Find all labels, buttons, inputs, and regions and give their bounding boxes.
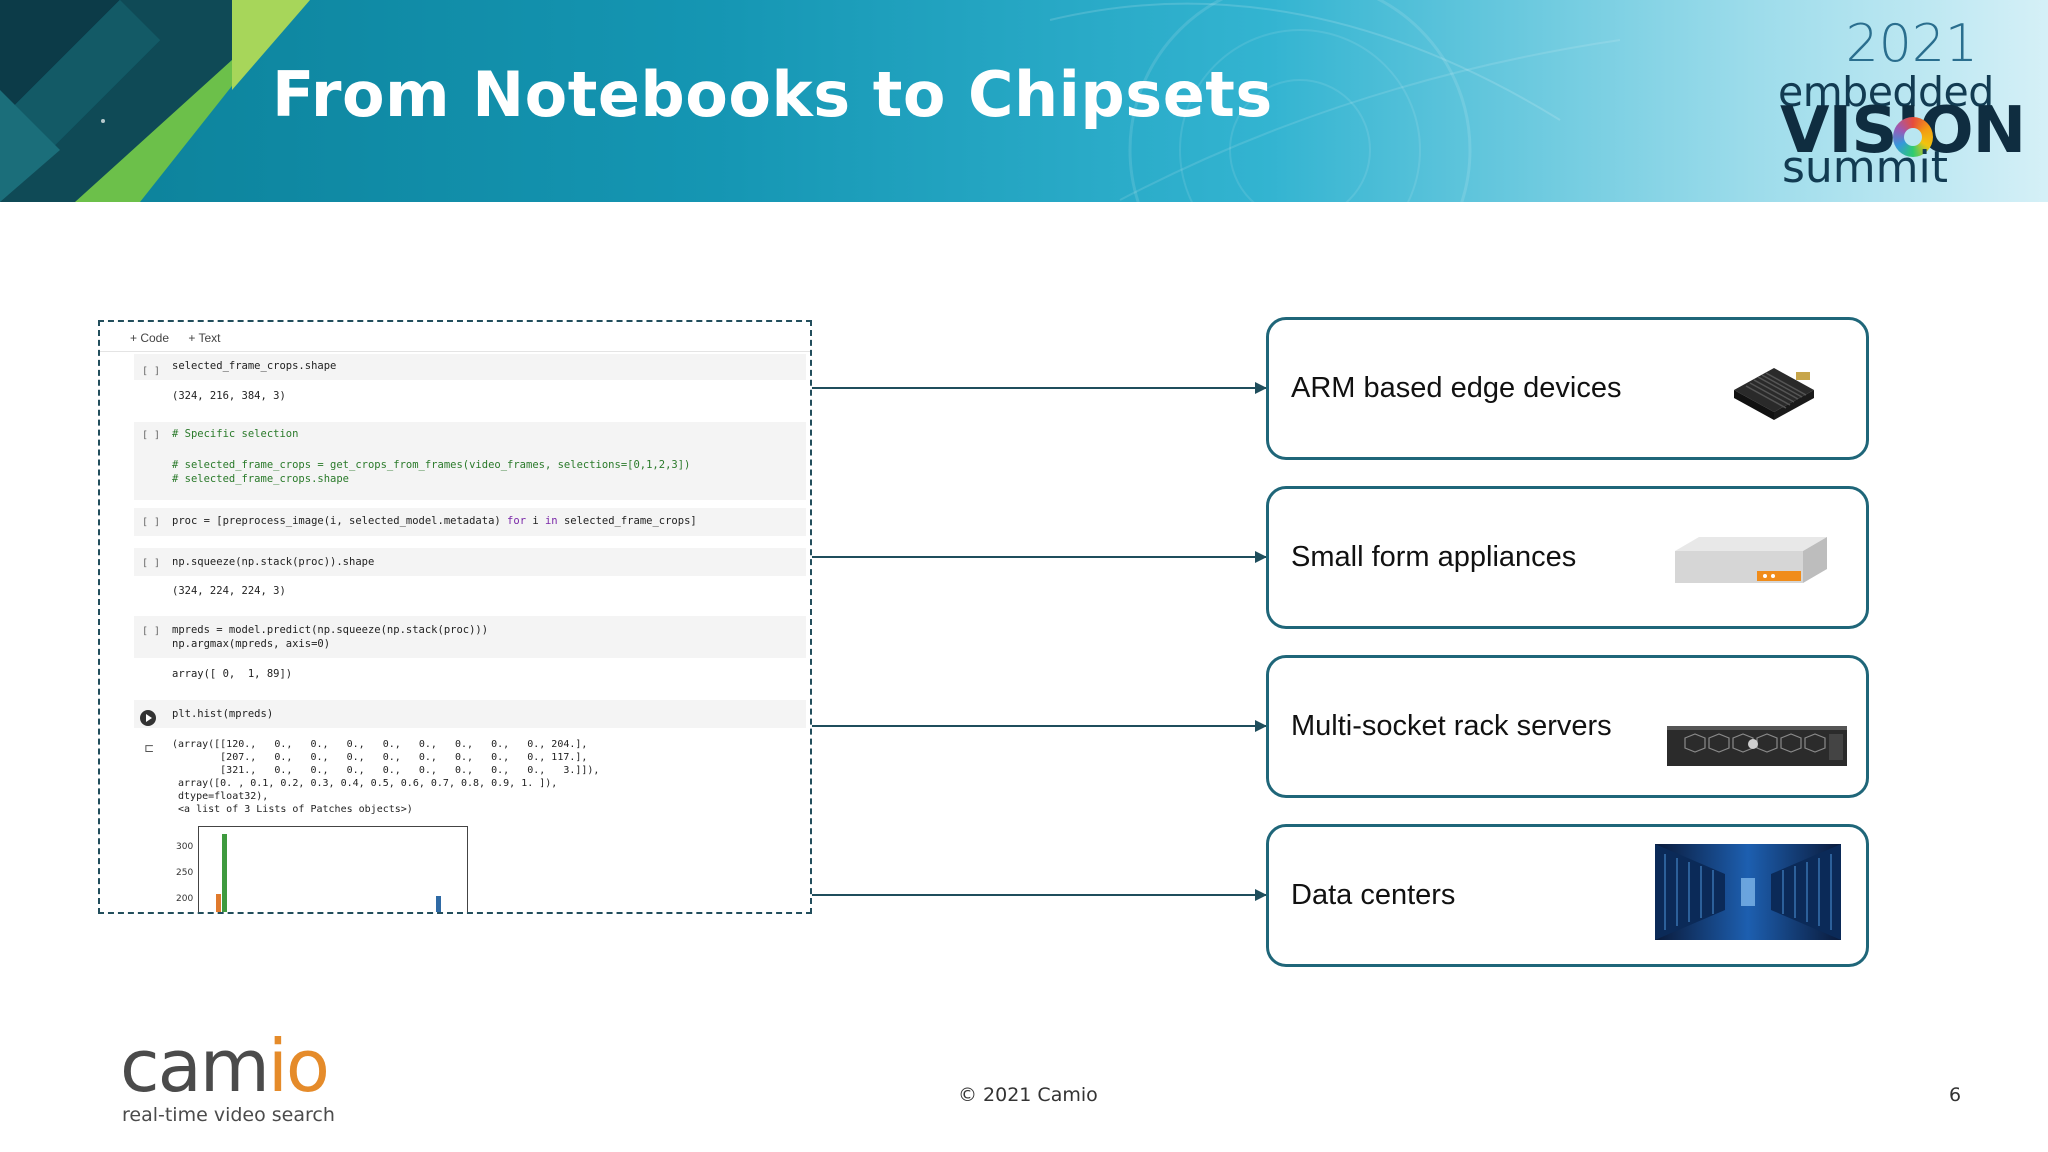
camio-logo: camio real-time video search bbox=[120, 1030, 340, 1130]
cell-code-line: # selected_frame_crops.shape bbox=[172, 473, 350, 485]
target-card-appliance: Small form appliances bbox=[1266, 486, 1869, 629]
histogram-ytick: 200 bbox=[176, 894, 194, 904]
target-label: ARM based edge devices bbox=[1291, 372, 1622, 404]
target-card-rack-server: Multi-socket rack servers bbox=[1266, 655, 1869, 798]
target-label: Data centers bbox=[1291, 879, 1456, 911]
page-number: 6 bbox=[1949, 1084, 1962, 1106]
code-cell[interactable] bbox=[134, 422, 806, 500]
cell-bracket: [ ] bbox=[142, 626, 161, 637]
keyword: for bbox=[507, 515, 527, 527]
run-cell-icon[interactable] bbox=[140, 710, 156, 726]
notebook-toolbar: + Code + Text bbox=[100, 322, 810, 352]
code-part: selected_frame_crops] bbox=[557, 515, 697, 527]
cell-output-line: [321., 0., 0., 0., 0., 0., 0., 0., 0., 3… bbox=[172, 765, 600, 776]
jetson-board-icon bbox=[1734, 368, 1814, 420]
rack-server-icon bbox=[1667, 726, 1847, 766]
cell-code: selected_frame_crops.shape bbox=[172, 360, 337, 372]
code-cell[interactable] bbox=[134, 508, 806, 536]
notebook-screenshot: + Code + Text [ ] selected_frame_crops.s… bbox=[98, 320, 812, 914]
cell-comment: # Specific selection bbox=[172, 428, 299, 440]
histogram-ytick: 300 bbox=[176, 842, 194, 852]
target-card-arm: ARM based edge devices bbox=[1266, 317, 1869, 460]
cell-bracket: [ ] bbox=[142, 517, 161, 528]
code-part: i bbox=[526, 515, 545, 527]
code-part: proc = [preprocess_image(i, selected_mod… bbox=[172, 515, 508, 527]
histogram-ytick: 250 bbox=[176, 868, 194, 878]
logo-summit: summit bbox=[1782, 142, 1949, 193]
logo-wordmark: camio bbox=[120, 1030, 330, 1102]
cell-code: np.squeeze(np.stack(proc)).shape bbox=[172, 556, 375, 568]
add-code-button[interactable]: + Code bbox=[130, 331, 170, 345]
cell-output: array([ 0, 1, 89]) bbox=[172, 668, 293, 680]
histogram-bar bbox=[436, 896, 441, 912]
cell-code-line: mpreds = model.predict(np.squeeze(np.sta… bbox=[172, 624, 489, 636]
target-label: Small form appliances bbox=[1291, 541, 1577, 573]
cell-bracket: [ ] bbox=[142, 558, 161, 569]
code-cell[interactable] bbox=[134, 700, 806, 728]
logo-tagline: real-time video search bbox=[122, 1104, 335, 1126]
banner-decoration bbox=[0, 0, 1621, 202]
cell-output-line: (array([[120., 0., 0., 0., 0., 0., 0., 0… bbox=[172, 739, 588, 750]
target-label: Multi-socket rack servers bbox=[1291, 710, 1612, 742]
cell-code: plt.hist(mpreds) bbox=[172, 708, 274, 720]
histogram-plot bbox=[198, 826, 468, 912]
histogram-bar bbox=[216, 894, 221, 912]
cell-output-line: dtype=float32), bbox=[172, 791, 269, 802]
cell-code-line: np.argmax(mpreds, axis=0) bbox=[172, 638, 331, 650]
cell-bracket: [ ] bbox=[142, 366, 161, 377]
cell-output: (324, 224, 224, 3) bbox=[172, 585, 286, 597]
cell-code: proc = [preprocess_image(i, selected_mod… bbox=[172, 515, 697, 529]
cell-output-line: <a list of 3 Lists of Patches objects>) bbox=[172, 804, 413, 815]
code-cell[interactable] bbox=[134, 548, 806, 576]
color-ring-icon bbox=[1893, 117, 1933, 157]
embedded-vision-summit-logo: 2021 embedded VISION summit bbox=[1760, 14, 2026, 193]
keyword: in bbox=[544, 515, 558, 527]
logo-embedded: embedded bbox=[1778, 68, 1994, 116]
copyright-text: © 2021 Camio bbox=[958, 1084, 1098, 1106]
header-banner: From Notebooks to Chipsets 2021 embedded… bbox=[0, 0, 2048, 202]
logo-year: 2021 bbox=[1845, 14, 1978, 74]
code-cell[interactable] bbox=[134, 616, 806, 658]
histogram-bar bbox=[222, 834, 227, 912]
cell-output-line: [207., 0., 0., 0., 0., 0., 0., 0., 0., 1… bbox=[172, 752, 588, 763]
cell-output: (324, 216, 384, 3) bbox=[172, 390, 286, 402]
cell-bracket: [ ] bbox=[142, 430, 161, 441]
datacenter-photo-icon bbox=[1655, 844, 1841, 940]
code-cell[interactable] bbox=[134, 354, 806, 380]
cell-output-line: array([0. , 0.1, 0.2, 0.3, 0.4, 0.5, 0.6… bbox=[172, 778, 558, 789]
appliance-box-icon bbox=[1675, 537, 1827, 583]
logo-accent: io bbox=[267, 1024, 330, 1108]
cell-code-line: # selected_frame_crops = get_crops_from_… bbox=[172, 459, 691, 471]
logo-name: camio bbox=[120, 1024, 330, 1108]
slide-title: From Notebooks to Chipsets bbox=[272, 58, 1273, 131]
add-text-button[interactable]: + Text bbox=[188, 331, 221, 345]
target-card-data-center: Data centers bbox=[1266, 824, 1869, 967]
output-icon: ⊏ bbox=[144, 741, 155, 755]
